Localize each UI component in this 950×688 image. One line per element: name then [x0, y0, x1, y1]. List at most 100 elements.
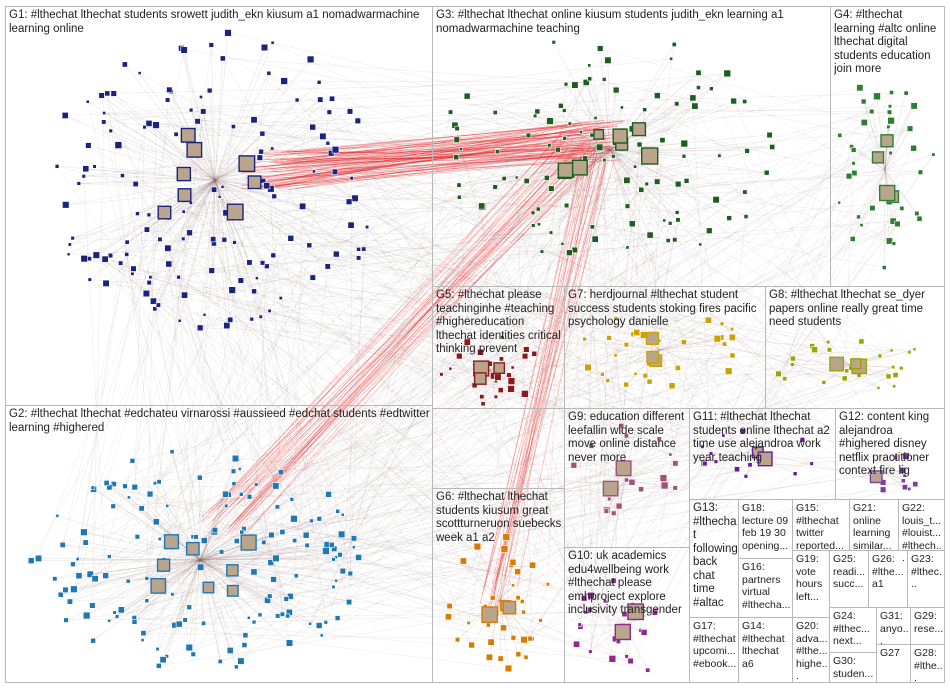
- group-label-g12: G12: content king alejandroa #highered d…: [839, 411, 933, 477]
- network-node: [90, 485, 96, 490]
- network-node: [226, 646, 234, 654]
- network-edge: [143, 632, 524, 640]
- network-edge: [120, 263, 450, 607]
- group-label-g9: G9: education different leefallin wide s…: [568, 411, 688, 464]
- network-edge: [657, 181, 892, 351]
- network-node: [347, 570, 353, 577]
- group-panel-g13: G13: #lthechat following back chat time …: [689, 499, 739, 618]
- network-node: [613, 316, 619, 321]
- network-edge: [214, 42, 273, 181]
- network-edge: [199, 559, 337, 581]
- network-node: [104, 90, 111, 97]
- node-avatar: [641, 147, 659, 165]
- network-edge: [289, 389, 501, 644]
- network-edge: [146, 179, 216, 294]
- network-edge: [508, 96, 878, 669]
- network-edge: [495, 149, 611, 188]
- network-node: [346, 108, 354, 115]
- network-node: [591, 235, 599, 243]
- network-edge: [574, 84, 611, 151]
- network-node: [892, 455, 898, 461]
- network-edge: [266, 157, 591, 160]
- network-edge: [69, 178, 505, 602]
- network-edge: [168, 264, 204, 624]
- network-edge: [270, 188, 671, 455]
- network-node: [217, 195, 222, 199]
- network-node: [821, 380, 827, 385]
- network-node: [350, 535, 358, 542]
- network-node: [319, 633, 324, 638]
- network-node: [636, 141, 643, 148]
- network-edge: [137, 175, 850, 537]
- network-edge: [199, 556, 337, 561]
- network-edge: [580, 131, 611, 151]
- network-node: [63, 617, 69, 623]
- network-edge: [60, 374, 860, 595]
- network-node: [724, 367, 733, 375]
- network-node: [573, 640, 581, 648]
- network-edge: [214, 179, 268, 267]
- network-edge: [262, 134, 598, 154]
- network-edge: [103, 58, 672, 123]
- network-edge: [105, 179, 216, 284]
- network-edge: [495, 148, 593, 582]
- group-label-g15: G15: #lthechat twitter reported...: [796, 502, 844, 552]
- network-edge: [158, 130, 638, 306]
- network-edge: [872, 169, 886, 209]
- network-edge: [134, 559, 201, 618]
- network-edge: [96, 254, 293, 500]
- network-node: [299, 202, 307, 210]
- network-edge: [189, 172, 855, 234]
- network-node: [270, 252, 276, 259]
- node-avatar: [869, 470, 883, 484]
- network-edge: [497, 225, 534, 378]
- network-edge: [583, 345, 813, 599]
- network-edge: [454, 124, 611, 151]
- network-node: [85, 99, 90, 104]
- network-edge: [269, 150, 593, 187]
- network-edge: [199, 559, 290, 613]
- network-edge: [861, 169, 886, 226]
- network-edge: [214, 179, 356, 199]
- network-edge: [83, 175, 216, 181]
- network-node: [264, 263, 270, 269]
- network-edge: [609, 149, 701, 245]
- network-node: [691, 102, 699, 110]
- network-edge: [199, 471, 282, 561]
- network-node: [444, 613, 452, 621]
- network-edge: [477, 546, 501, 601]
- network-edge: [248, 166, 636, 619]
- group-panel-g19: G19: vote hours left...: [792, 550, 830, 618]
- network-edge: [499, 599, 509, 669]
- network-edge: [492, 201, 890, 598]
- network-node: [624, 203, 631, 209]
- network-node: [182, 617, 188, 623]
- network-edge: [489, 141, 591, 611]
- network-node: [272, 554, 280, 562]
- network-edge: [188, 559, 201, 648]
- network-node: [206, 87, 213, 94]
- network-node: [130, 265, 137, 272]
- network-node: [114, 614, 120, 619]
- network-edge: [65, 179, 216, 206]
- network-edge: [62, 213, 138, 545]
- network-node: [602, 158, 607, 163]
- node-avatar: [645, 331, 660, 346]
- node-avatar: [612, 128, 628, 144]
- network-edge: [331, 73, 728, 154]
- network-edge: [200, 111, 872, 329]
- network-edge: [331, 152, 627, 181]
- network-edge: [253, 571, 514, 639]
- network-edge: [839, 135, 886, 171]
- network-edge: [214, 32, 229, 181]
- network-node: [164, 244, 172, 252]
- network-edge: [258, 152, 609, 179]
- network-node: [185, 643, 193, 652]
- network-node: [75, 557, 80, 562]
- network-edge: [189, 232, 651, 236]
- network-edge: [670, 454, 905, 477]
- network-edge: [844, 149, 854, 379]
- network-node: [156, 662, 162, 669]
- group-label-g10: G10: uk academics edu4wellbeing work #lt…: [568, 550, 682, 616]
- network-edge: [159, 115, 536, 540]
